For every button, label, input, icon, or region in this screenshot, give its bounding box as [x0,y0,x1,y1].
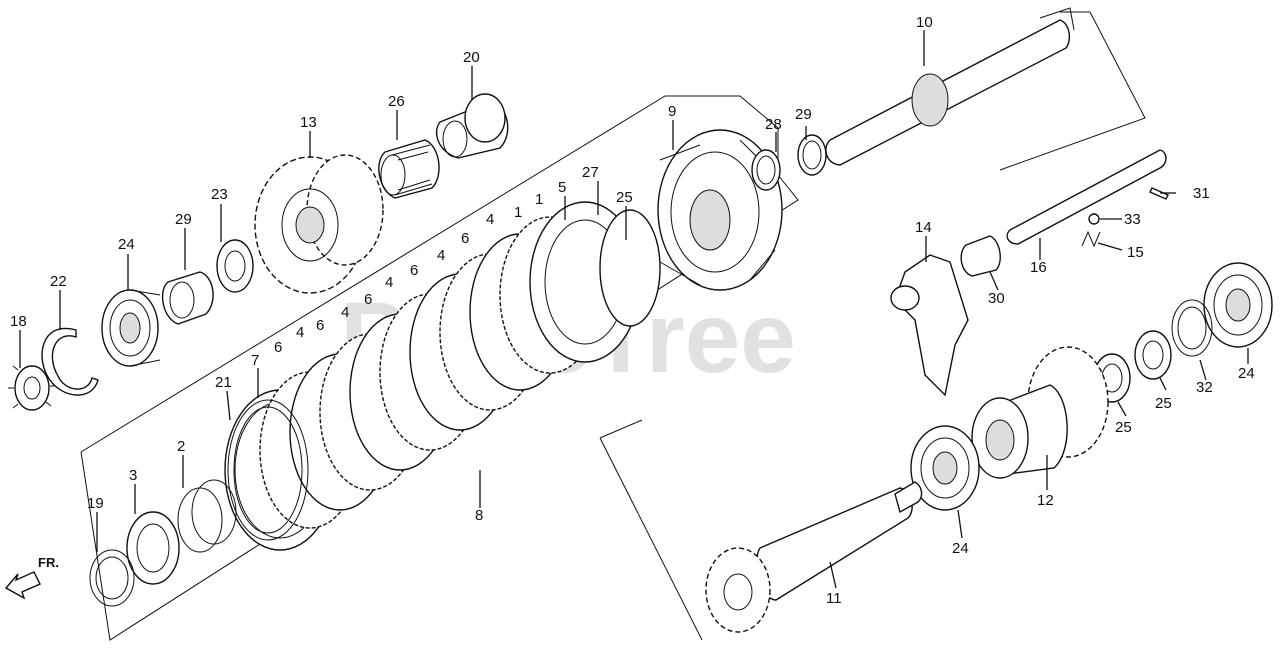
callout-29a[interactable]: 28 [765,116,782,133]
part-26-needle-bearing[interactable] [378,139,440,199]
part-29-washer-a[interactable] [751,149,781,191]
callout-4a[interactable]: 4 [486,211,494,228]
part-23-bearing[interactable] [101,289,161,367]
front-direction-arrow [4,571,41,600]
callout-22[interactable]: 23 [211,186,228,203]
callout-25b[interactable]: 25 [1115,419,1132,436]
callout-4b[interactable]: 4 [437,247,445,264]
clutch-plate-stack [224,201,661,551]
callout-6a[interactable]: 6 [461,230,469,247]
callout-6b[interactable]: 6 [410,262,418,279]
callout-10[interactable]: 10 [916,14,933,31]
part-16-shift-shaft[interactable] [1006,149,1167,245]
shaft-assembly-outline [999,11,1146,171]
callout-8[interactable]: 8 [475,507,483,524]
callout-34[interactable]: 33 [1124,211,1141,228]
part-21-circlip[interactable] [41,327,99,396]
callout-1b[interactable]: 1 [514,204,522,221]
part-17-gear[interactable] [8,365,56,411]
callout-labels: 20 26 13 23 29 24 22 18 9 10 28 29 27 5 … [10,14,1255,607]
callout-19[interactable]: 19 [87,495,104,512]
part-11-shaft[interactable] [705,481,923,633]
lower-shaft-outline [599,419,643,439]
part-34-ball[interactable] [1088,213,1100,225]
callout-25a[interactable]: 25 [1155,395,1172,412]
callout-21[interactable]: 22 [50,273,67,290]
part-14-shift-fork[interactable] [890,254,969,397]
part-33-circlip[interactable] [1171,299,1213,357]
callout-26[interactable]: 26 [388,93,405,110]
callout-23[interactable]: 24 [118,236,135,253]
callout-12[interactable]: 12 [1037,492,1054,509]
callout-3[interactable]: 3 [129,467,137,484]
part-24-bearing-right[interactable] [1203,262,1273,348]
callout-24a[interactable]: 24 [1238,365,1255,382]
part-31-collar[interactable] [161,271,214,325]
part-19-circlip[interactable] [89,549,135,607]
callout-16[interactable]: 16 [1030,259,1047,276]
callout-4c[interactable]: 4 [385,274,393,291]
callout-33[interactable]: 32 [1196,379,1213,396]
part-18-bushing[interactable] [435,93,509,159]
callout-20[interactable]: 21 [215,374,232,391]
callout-5[interactable]: 5 [558,179,566,196]
part-15-spring[interactable] [1081,230,1101,248]
part-20-snap-ring[interactable] [227,399,309,541]
callout-27[interactable]: 25 [616,189,633,206]
callout-24b[interactable]: 24 [952,540,969,557]
part-29-washer-b[interactable] [797,134,827,176]
part-24-bearing-lower[interactable] [910,425,980,511]
callout-1a[interactable]: 1 [535,191,543,208]
part-3-retainer[interactable] [126,511,180,585]
callout-2[interactable]: 2 [177,438,185,455]
callout-14[interactable]: 14 [915,219,932,236]
lower-shaft-outline-2 [599,437,703,641]
callout-32[interactable]: 31 [1193,185,1210,202]
callout-6c[interactable]: 6 [364,291,372,308]
callout-4d[interactable]: 4 [341,304,349,321]
callout-18[interactable]: 20 [463,49,480,66]
leader-lines [19,30,1249,589]
part-10-main-shaft[interactable] [825,7,1075,166]
part-12-gear[interactable] [971,346,1109,479]
part-2-spring[interactable] [177,479,237,553]
callout-30[interactable]: 30 [988,290,1005,307]
callout-28[interactable]: 27 [582,164,599,181]
part-22-washer[interactable] [216,239,254,293]
callout-29b[interactable]: 29 [795,106,812,123]
callout-4e[interactable]: 4 [296,324,304,341]
callout-7[interactable]: 7 [251,352,259,369]
clutch-assembly-outline [80,95,799,641]
callout-6d[interactable]: 6 [316,317,324,334]
part-25-needle-bearing-a[interactable] [1134,330,1172,380]
callout-15[interactable]: 15 [1127,244,1144,261]
front-direction-label: FR. [38,555,59,570]
callout-11[interactable]: 11 [826,590,842,607]
callout-13[interactable]: 13 [300,114,317,131]
callout-17[interactable]: 18 [10,313,27,330]
callout-31[interactable]: 29 [175,211,192,228]
callout-6e[interactable]: 6 [274,339,282,356]
part-13-gear[interactable] [254,154,384,294]
part-9-clutch-drum[interactable] [657,129,783,291]
part-30-collar[interactable] [960,235,1001,277]
callout-9[interactable]: 9 [668,103,676,120]
